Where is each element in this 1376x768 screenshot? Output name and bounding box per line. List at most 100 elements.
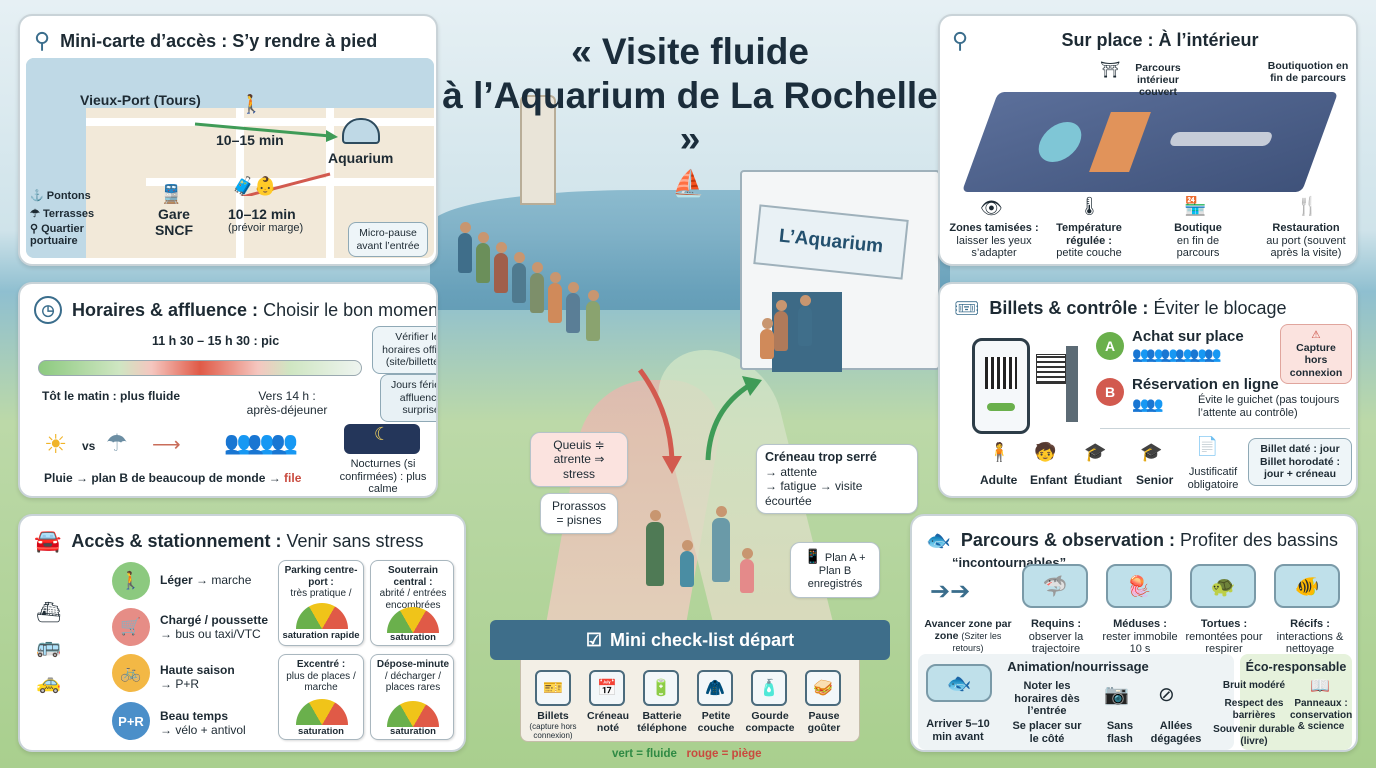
parking-card-3: Excentré :plus de places / marche satura…	[278, 654, 364, 740]
tickets-panel-title: 🎟 Billets & contrôle : Éviter le blocage	[954, 296, 1287, 321]
hours-title-bold: Horaires & affluence :	[72, 299, 259, 320]
holidays-chip: Jours fériés : affluence surprise	[380, 374, 436, 422]
access-title-rest: Venir sans stress	[286, 530, 424, 551]
inside-panel-title: ⚲	[952, 28, 968, 54]
map-panel-title: ⚲ Mini-carte d’accès : S’y rendre à pied	[34, 28, 377, 54]
control-gate	[1066, 346, 1078, 422]
check-hours-chip: Vérifier les horaires officiels (site/bi…	[372, 326, 436, 374]
tickets-title-bold: Billets & contrôle :	[989, 298, 1149, 318]
calendar-icon: 📅	[589, 670, 625, 706]
checklist-title: Mini check-list départ	[610, 629, 795, 650]
option-season: Haute saison→ P+R	[160, 663, 235, 691]
option-weather: Beau temps→ vélo + antivol	[160, 709, 246, 737]
option-light: Léger → marche	[160, 573, 252, 587]
feeding-tank-icon: 🐟	[926, 664, 992, 702]
checkbox-icon: ☑	[585, 629, 603, 650]
book-icon: 📖	[1310, 678, 1330, 695]
anim-noter: Noter les horaires dès l’entrée	[1014, 680, 1080, 718]
clock-icon: ◷	[34, 296, 62, 324]
access-panel: 🚘 Accès & stationnement : Venir sans str…	[18, 514, 466, 752]
path-arrows	[637, 368, 762, 474]
map-time-gare: 10–12 min	[228, 206, 296, 222]
walk-icon: 🚶	[240, 94, 263, 114]
map-pin-icon: ⚲	[34, 28, 51, 53]
main-title-line2: à l’Aquarium de La Rochelle »	[442, 74, 938, 160]
callout-creneau-title: Créneau trop serré	[765, 450, 877, 464]
callout-creneau: Créneau trop serré → attente → fatigue →…	[756, 444, 918, 515]
checklist-body: 🎫 📅 🔋 🧥 🧴 🥪 Billets(capture hors connexi…	[520, 660, 860, 742]
tank-desc-recifs: Récifs :interactions & nettoyage	[1276, 618, 1344, 656]
shop-icon: 🏪	[1184, 196, 1207, 216]
student-cap-icon: 🎓	[1084, 442, 1107, 462]
shark-tank-icon: 🦈	[1022, 564, 1088, 608]
parking-card-1: Parking centre-port :très pratique / sat…	[278, 560, 364, 646]
avancer-label: Avancer zone par zone (Sziter les retour…	[924, 618, 1012, 654]
animation-box: Animation/nourrissage 🐟 Arriver 5–10 min…	[918, 654, 1234, 750]
short-queue-icon: 👥👥	[1132, 396, 1164, 412]
inside-item-zones: Zones tamisées :laisser les yeux s’adapt…	[949, 222, 1039, 260]
eye-icon: 👁	[980, 198, 1003, 218]
scanner-qr-icon	[1036, 354, 1066, 384]
check-item-batterie: Batterie téléphone	[637, 710, 687, 735]
legend-red: rouge = piège	[686, 748, 762, 760]
option-b-label: Réservation en ligne	[1132, 376, 1279, 393]
checklist-banner: ☑ Mini check-list départ 🎫 📅 🔋 🧥 🧴 🥪 Bil…	[490, 620, 890, 746]
map-location-icon: ⚲	[952, 28, 969, 53]
option-charged: Chargé / poussette→ bus ou taxi/VTC	[160, 613, 269, 641]
battery-icon: 🔋	[643, 670, 679, 706]
map-legend-terrasses: ☂ Terrasses	[30, 207, 95, 220]
eco-respect: Respect des barrières	[1224, 698, 1284, 721]
map-marge: (prévoir marge)	[228, 222, 304, 234]
terrace-icon: ☂	[30, 207, 40, 220]
parcours-label: Parcours intérieur couvert	[1135, 62, 1181, 99]
vs-label: vs	[82, 439, 96, 453]
jellyfish-tank-icon: 🪼	[1106, 564, 1172, 608]
map-legend-quartier: ⚲ Quartier portuaire	[30, 223, 84, 248]
hours-title-rest: Choisir le bon moment	[263, 299, 438, 320]
bike-option-icon: 🚲	[112, 654, 150, 692]
hours-panel-title: ◷ Horaires & affluence : Choisir le bon …	[34, 296, 438, 324]
inside-item-temp: Température régulée :petite couche	[1056, 222, 1122, 260]
no-flash-icon: 📷	[1104, 684, 1129, 706]
peak-label: 11 h 30 – 15 h 30 : pic	[152, 334, 280, 348]
taxi-icon: 🚕	[36, 672, 61, 694]
turtle-tank-icon: 🐢	[1190, 564, 1256, 608]
option-b-desc: Évite le guichet (pas toujours l’attente…	[1198, 394, 1340, 419]
eco-bruit: Bruit modéré	[1222, 680, 1286, 691]
boat-icon: ⛴	[36, 602, 62, 624]
micro-pause-chip: Micro-pause avant l’entrée	[348, 222, 428, 258]
tickets-panel: 🎟 Billets & contrôle : Éviter le blocage…	[938, 282, 1358, 498]
senior-cap-icon: 🎓	[1140, 442, 1163, 462]
main-title-line1: « Visite fluide	[571, 31, 809, 72]
parking-card-4: Dépose-minute/ décharger / places rares …	[370, 654, 454, 740]
qr-code-icon	[985, 357, 1017, 389]
badge-a: A	[1096, 332, 1124, 360]
main-title: « Visite fluide à l’Aquarium de La Roche…	[440, 30, 940, 161]
forward-arrows-icon: ➔➔	[930, 578, 971, 605]
observe-title-rest: Profiter des bassins	[1179, 530, 1339, 550]
observe-panel: 🐟 Parcours & observation : Profiter des …	[910, 514, 1358, 752]
cutlery-icon: 🍴	[1296, 196, 1319, 216]
check-item-couche: Petite couche	[697, 710, 735, 735]
anim-placer: Se placer sur le côté	[1012, 720, 1082, 745]
car-icon: 🚘	[34, 528, 62, 553]
category-etudiant: Étudiant	[1074, 473, 1122, 487]
warning-icon: ⚠	[1311, 329, 1321, 341]
callout-creneau-line1: → attente	[765, 465, 818, 479]
fish-tank-icon: 🐟	[926, 530, 951, 552]
billet-types-chip: Billet daté : jour Billet horodaté : jou…	[1248, 438, 1352, 486]
callout-prorassos: Prorassos = pisnes	[540, 493, 618, 534]
access-title-bold: Accès & stationnement :	[71, 530, 282, 551]
pr-badge: P+R	[112, 702, 150, 740]
check-item-gourde: Gourde compacte	[745, 710, 795, 735]
map-time-port: 10–15 min	[216, 132, 284, 148]
sun-icon: ☀	[44, 429, 68, 459]
parking-gauge-4	[387, 701, 439, 727]
crowd-icon: 👥👥👥	[224, 430, 298, 455]
callout-creneau-line2: → fatigue → visite écourtée	[765, 479, 863, 508]
parking-gauge-1	[296, 603, 348, 629]
luggage-stroller-icon: 🧳👶	[232, 176, 277, 196]
late-label: Vers 14 h : après-déjeuner	[246, 389, 328, 417]
